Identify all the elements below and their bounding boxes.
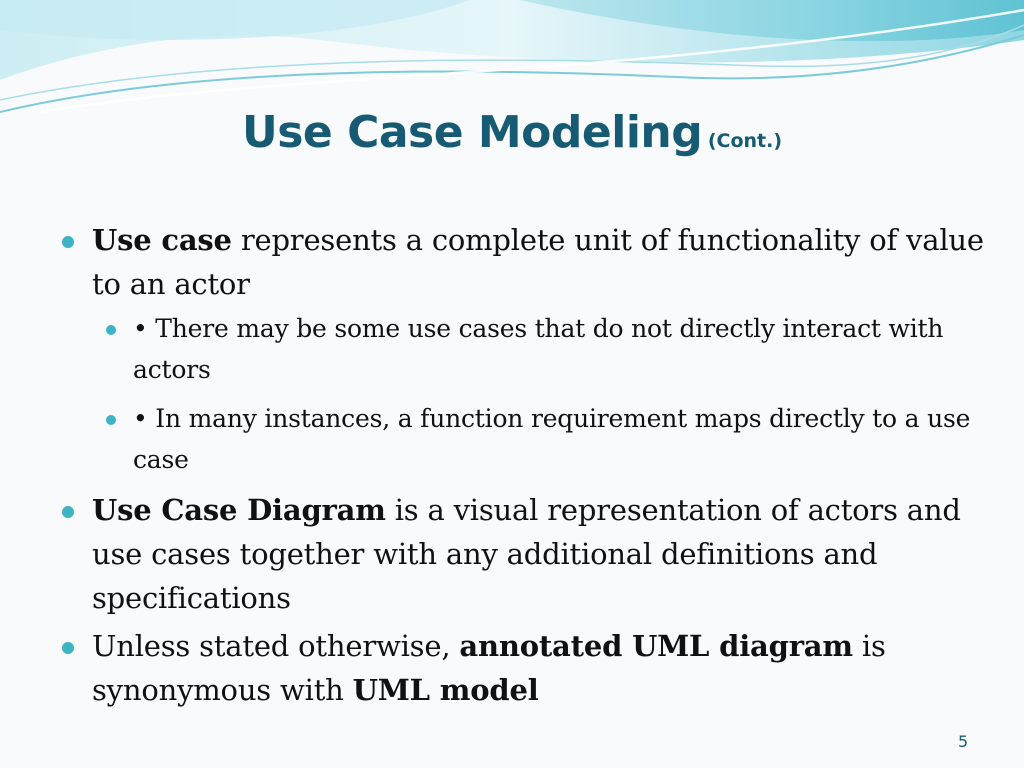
- bullet-dot-icon: [62, 506, 74, 518]
- header-swoosh-graphic: [0, 0, 1024, 114]
- bullet-dot-icon: [62, 642, 74, 654]
- slide-title: Use Case Modeling (Cont.): [0, 107, 1024, 158]
- sub-bullet-text: • There may be some use cases that do no…: [133, 314, 944, 384]
- sub-bullet-no-direct-interaction: • There may be some use cases that do no…: [104, 308, 1012, 390]
- title-subtitle-text: (Cont.): [707, 130, 783, 152]
- term-use-case-diagram: Use Case Diagram: [92, 493, 386, 527]
- sub-bullet-text: • In many instances, a function requirem…: [133, 404, 971, 474]
- slide-content: Use case represents a complete unit of f…: [62, 218, 1012, 716]
- term-annotated-uml-diagram: annotated UML diagram: [459, 629, 853, 663]
- bullet-text-pre: Unless stated otherwise,: [92, 629, 460, 663]
- bullet-dot-icon: [106, 325, 116, 335]
- bullet-dot-icon: [62, 236, 74, 248]
- sub-bullet-function-requirement: • In many instances, a function requirem…: [104, 398, 1012, 480]
- title-main-text: Use Case Modeling: [241, 107, 703, 158]
- bullet-use-case: Use case represents a complete unit of f…: [62, 218, 1012, 306]
- page-number: 5: [958, 732, 969, 751]
- bullet-use-case-diagram: Use Case Diagram is a visual representat…: [62, 488, 1012, 620]
- term-uml-model: UML model: [352, 673, 539, 707]
- bullet-text: is a visual representation of actors and…: [92, 493, 961, 615]
- bullet-text-mid: is synonymous with: [92, 629, 886, 707]
- bullet-uml-model: Unless stated otherwise, annotated UML d…: [62, 624, 1012, 712]
- bullet-text: represents a complete unit of functional…: [92, 223, 984, 301]
- term-use-case: Use case: [92, 223, 232, 257]
- bullet-dot-icon: [106, 415, 116, 425]
